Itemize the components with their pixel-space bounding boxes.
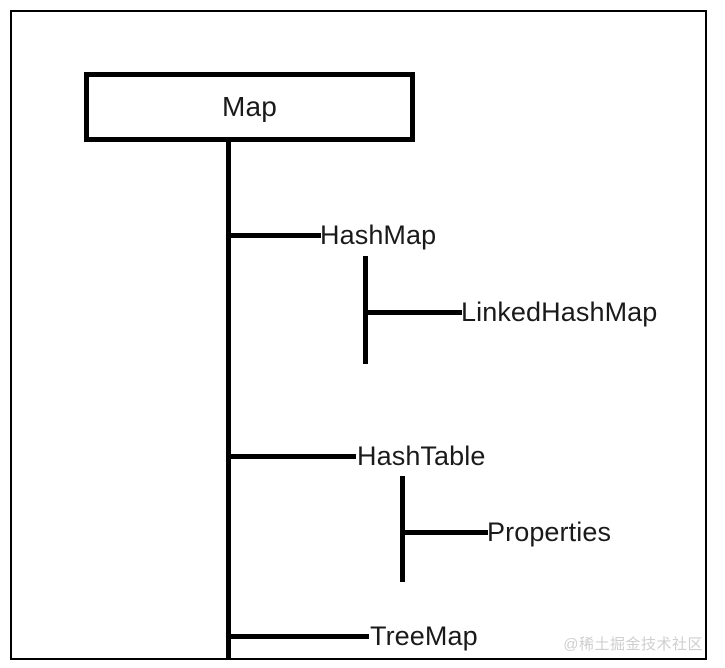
connector-linkedhashmap: [365, 310, 462, 315]
watermark-text: @稀土掘金技术社区: [563, 636, 703, 653]
connector-treemap: [228, 634, 369, 639]
node-linkedhashmap-label: LinkedHashMap: [461, 297, 658, 327]
node-properties-label: Properties: [487, 517, 612, 547]
trunk-line-hashtable: [400, 476, 405, 582]
node-hashtable-label: HashTable: [357, 441, 486, 471]
trunk-line-main: [226, 142, 231, 660]
connector-hashtable: [228, 454, 356, 459]
node-map-label: Map: [221, 91, 278, 122]
node-map: Map: [84, 72, 415, 142]
connector-hashmap: [228, 233, 321, 238]
connector-properties: [402, 530, 488, 535]
node-treemap-label: TreeMap: [370, 621, 478, 651]
figure-border: [10, 10, 707, 660]
node-hashmap-label: HashMap: [320, 220, 437, 250]
